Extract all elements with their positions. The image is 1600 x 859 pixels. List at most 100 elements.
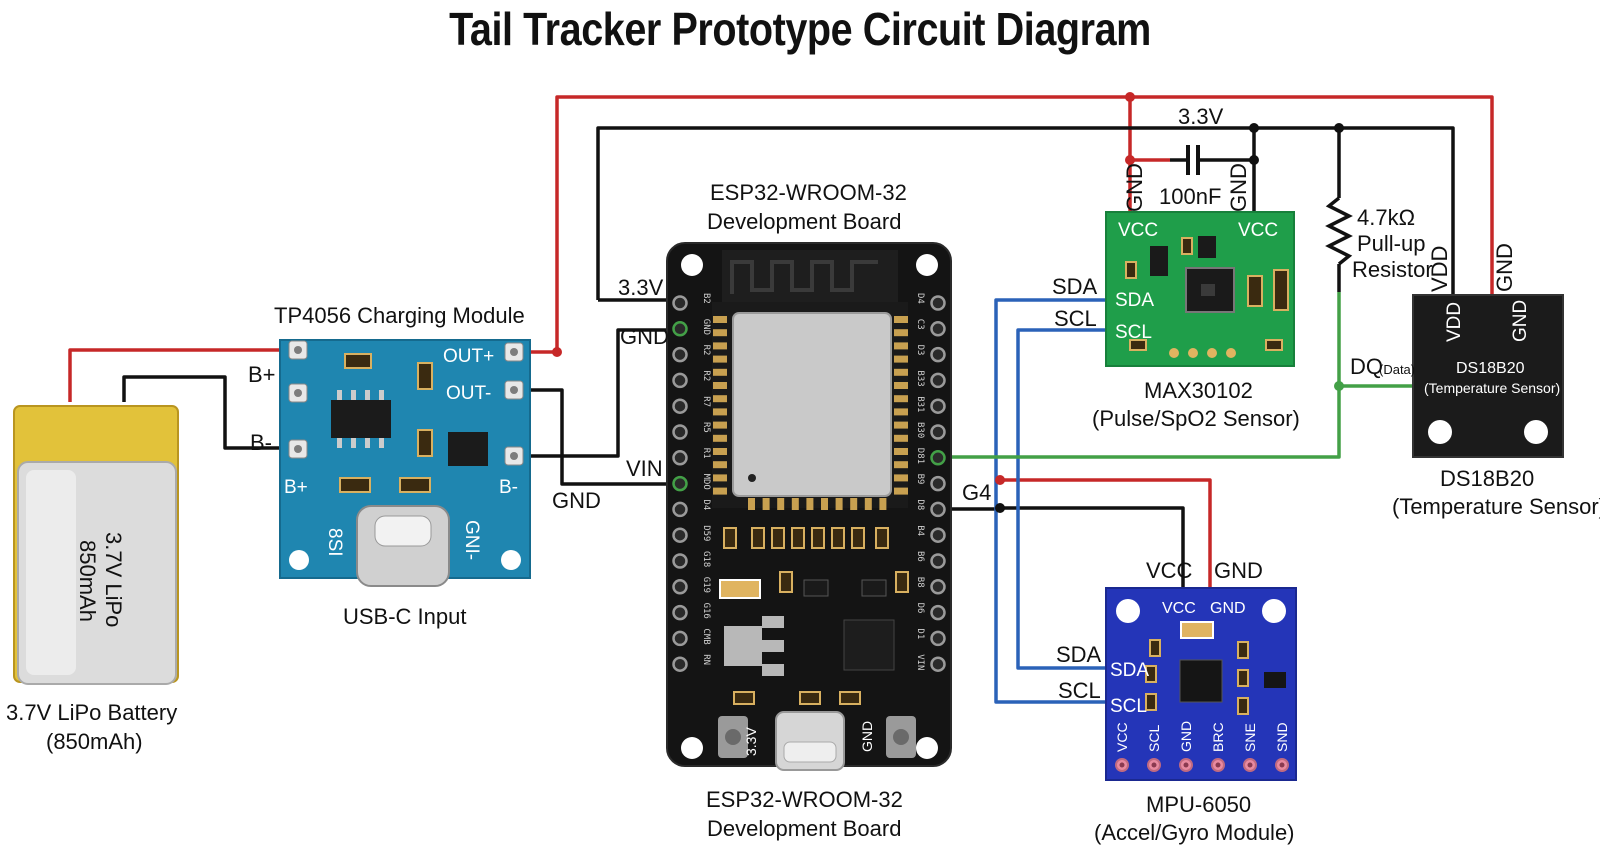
battery-caption-1: 3.7V LiPo Battery	[6, 700, 177, 725]
max30102-pin-vcc-right: VCC	[1238, 220, 1278, 241]
wire-mpu-vcc	[1000, 478, 1212, 588]
esp32-header-pin-left	[672, 450, 688, 466]
tp4056-silk-right: GNI-	[461, 520, 482, 560]
voltage-regulator-tab	[762, 616, 784, 628]
mpu6050-bottom-pin-label: SND	[1274, 722, 1290, 752]
smd-part	[831, 527, 845, 549]
esp32-pin-label-right: D6	[915, 603, 925, 614]
ds18b20-body-name: DS18B20	[1456, 360, 1525, 377]
esp32-pin-label-left: CMB	[701, 628, 711, 644]
ds18b20-dq-note: (Data)	[1379, 362, 1415, 377]
esp32-pin-label-left: R1	[701, 448, 711, 459]
ds18b20-wire-gnd: GND	[1492, 243, 1517, 292]
castellated-pad	[713, 382, 727, 389]
mount-hole	[289, 550, 309, 570]
smd-part	[1265, 339, 1283, 351]
max30102-pin-scl: SCL	[1115, 322, 1152, 343]
mount-hole	[916, 254, 938, 276]
esp32-header-pin-left	[672, 372, 688, 389]
wire-gnd-top-rail	[596, 126, 1455, 300]
mpu6050-bottom-pin-label: VCC	[1114, 722, 1130, 752]
tp4056-chip-small	[448, 432, 488, 466]
smd-part	[1149, 639, 1161, 657]
mount-hole	[681, 254, 703, 276]
esp32-castellated-pads	[713, 316, 908, 510]
ds18b20-dq-label: DQ	[1350, 354, 1383, 379]
junction-dot	[1249, 123, 1259, 133]
esp32-pin-label-right: D81	[915, 448, 925, 464]
esp32-pin-label-right: B8	[915, 577, 925, 588]
mpu6050-pin-hole	[1183, 762, 1189, 768]
smd-part	[339, 477, 371, 493]
chip-leg	[379, 438, 384, 448]
smd-part	[751, 527, 765, 549]
chip-leg	[365, 438, 370, 448]
esp32-header-pin-left	[672, 346, 688, 363]
ds18b20-body-desc: (Temperature Sensor)	[1424, 380, 1560, 396]
junction-dot	[1334, 381, 1344, 391]
mpu6050-pin-hole	[1215, 762, 1221, 768]
castellated-pad	[713, 421, 727, 429]
resistor-value: 4.7kΩ	[1357, 205, 1415, 230]
max30102-pin-pad	[1188, 348, 1198, 358]
castellated-pad	[894, 355, 908, 363]
micro-usb-opening	[783, 741, 837, 763]
boot-button-cap[interactable]	[893, 729, 909, 745]
label-gnd: GND	[620, 324, 669, 349]
max30102-pin-pad	[1226, 348, 1236, 358]
smd-part	[344, 353, 372, 369]
smd-part	[1145, 665, 1157, 683]
esp32-header-pin-left	[672, 501, 688, 518]
usb-c-opening	[374, 515, 432, 547]
capacitor-value: 100nF	[1159, 184, 1221, 209]
castellated-pad	[864, 498, 872, 510]
ds18b20-pin-vdd: VDD	[1444, 302, 1465, 342]
smd-part	[791, 527, 805, 549]
esp32-header-pin-right	[930, 630, 946, 647]
esp32-header-pin-left	[672, 295, 688, 311]
voltage-regulator-tab	[762, 640, 784, 652]
mount-hole	[501, 550, 521, 570]
mount-hole	[681, 737, 703, 759]
castellated-pad	[762, 498, 770, 510]
label-gnd-wire: GND	[552, 488, 601, 513]
castellated-pad	[894, 395, 908, 403]
max30102-sensor-window	[1201, 284, 1215, 296]
mount-hole	[916, 737, 938, 759]
esp32-header-pin-right	[930, 450, 946, 466]
esp32-header-pin-left	[672, 424, 688, 440]
mpu6050-caption-2: (Accel/Gyro Module)	[1094, 820, 1295, 845]
castellated-pad	[713, 461, 727, 469]
esp32-header-pin-right	[930, 372, 946, 389]
smd-part	[723, 527, 737, 549]
castellated-pad	[894, 448, 908, 455]
castellated-pad	[713, 448, 727, 455]
castellated-pad	[850, 498, 858, 510]
esp32-pin-label-left: R2	[701, 345, 711, 356]
pad-hole	[510, 348, 518, 356]
esp32-header-pin-right	[930, 501, 946, 518]
tp4056-chip-legs	[337, 390, 384, 448]
tp4056-pin-bplus: B+	[248, 362, 276, 387]
label-33v: 3.3V	[618, 275, 664, 300]
max30102-pin-sda: SDA	[1115, 290, 1154, 311]
smd-capacitor	[719, 579, 761, 599]
en-button-cap[interactable]	[725, 729, 741, 745]
esp32-pin-label-right: D1	[915, 628, 925, 639]
junction-dot	[995, 503, 1005, 513]
esp32-pin-label-left: MDO	[701, 474, 711, 490]
castellated-pad	[713, 434, 727, 442]
tp4056-title: TP4056 Charging Module	[274, 303, 525, 328]
mount-hole	[1116, 599, 1140, 623]
mpu6050-bottom-pin-label: SCL	[1146, 725, 1162, 752]
esp32-pin-label-left: D59	[701, 525, 711, 541]
mpu6050-chip	[1179, 659, 1223, 703]
castellated-pad	[894, 342, 908, 350]
wire-scl	[1016, 328, 1106, 670]
max30102-regulator	[1150, 246, 1168, 276]
junction-dot	[1334, 123, 1344, 133]
lipo-battery: 3.7V LiPo 850mAh 3.7V LiPo Battery (850m…	[6, 405, 179, 754]
smd-diode	[861, 579, 887, 597]
